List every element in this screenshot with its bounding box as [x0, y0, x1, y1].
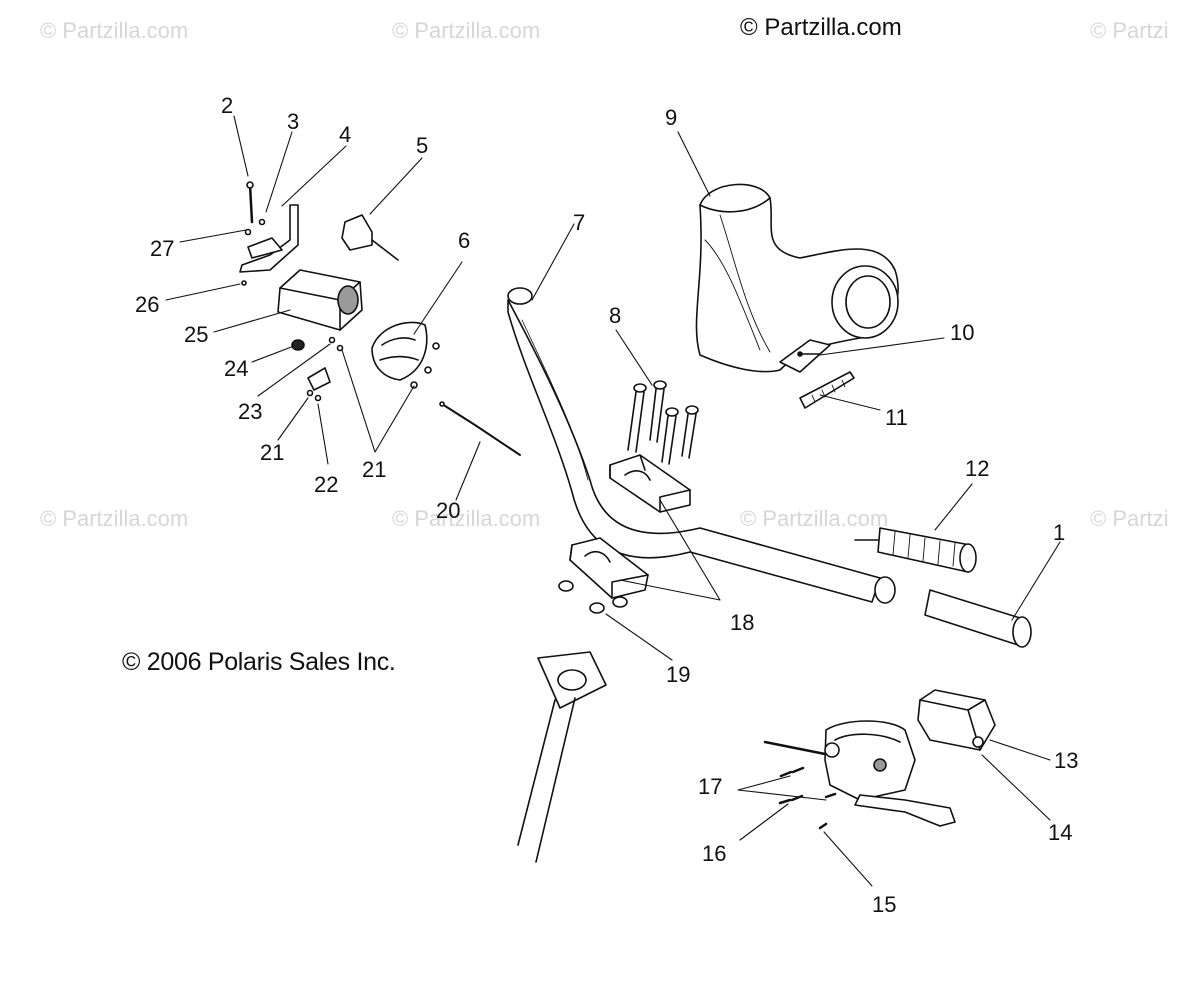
callout-9: 9 — [665, 105, 678, 130]
small-hardware-left — [241, 181, 521, 456]
handlebar-pad-part — [695, 183, 899, 373]
watermark-text: © Partzilla.com — [740, 506, 889, 531]
callout-25: 25 — [184, 322, 209, 347]
watermark-text: © Partzilla.com — [40, 18, 189, 43]
watermark-text: © Partzilla.com — [392, 18, 541, 43]
throttle-lever-part — [239, 204, 299, 273]
throttle-cover-part — [371, 321, 440, 389]
callout-22: 22 — [314, 472, 339, 497]
callout-21: 21 — [260, 440, 285, 465]
callout-3: 3 — [287, 109, 300, 134]
callout-11: 11 — [885, 405, 908, 430]
clamp-upper-part — [609, 454, 691, 513]
steering-post-part — [517, 651, 607, 863]
callout-2: 2 — [221, 93, 234, 118]
copyright-partzilla: © Partzilla.com — [740, 14, 902, 41]
master-cylinder-part — [763, 720, 956, 827]
reservoir-cover-part — [917, 689, 996, 751]
callout-27: 27 — [150, 236, 175, 261]
switch-part — [341, 214, 399, 261]
nuts-part — [558, 580, 628, 614]
watermark-text: © Partzi — [1090, 18, 1169, 43]
pad-screw-part — [797, 351, 821, 357]
grip-right-part — [924, 589, 1032, 648]
clamp-lower-part — [569, 537, 649, 599]
callout-20: 20 — [436, 498, 461, 523]
callout-5: 5 — [416, 133, 429, 158]
copyright-polaris: © 2006 Polaris Sales Inc. — [122, 648, 396, 676]
grip-left-part — [854, 527, 977, 573]
watermark-text: © Partzilla.com — [392, 506, 541, 531]
handlebar-part — [507, 287, 896, 604]
throttle-housing-part — [277, 269, 363, 331]
callout-7: 7 — [573, 210, 586, 235]
riser-bolts-part — [627, 380, 699, 465]
callout-15: 15 — [872, 892, 897, 917]
callout-17: 17 — [698, 774, 723, 799]
callout-23: 23 — [238, 399, 263, 424]
callout-26: 26 — [135, 292, 160, 317]
callout-16: 16 — [702, 841, 727, 866]
callout-18: 18 — [730, 610, 755, 635]
callout-8: 8 — [609, 303, 622, 328]
callout-1: 1 — [1053, 520, 1066, 545]
callout-13: 13 — [1054, 748, 1079, 773]
leader-lines — [165, 115, 1061, 887]
callout-10: 10 — [950, 320, 975, 345]
pad-strap-part — [799, 371, 855, 409]
callout-14: 14 — [1048, 820, 1073, 845]
callout-21: 21 — [362, 457, 387, 482]
brake-bolts-part — [778, 766, 837, 830]
callout-19: 19 — [666, 662, 691, 687]
callout-6: 6 — [458, 228, 471, 253]
callout-24: 24 — [224, 356, 249, 381]
callout-4: 4 — [339, 122, 352, 147]
callout-12: 12 — [965, 456, 990, 481]
watermark-text: © Partzilla.com — [40, 506, 189, 531]
watermark-text: © Partzi — [1090, 506, 1169, 531]
